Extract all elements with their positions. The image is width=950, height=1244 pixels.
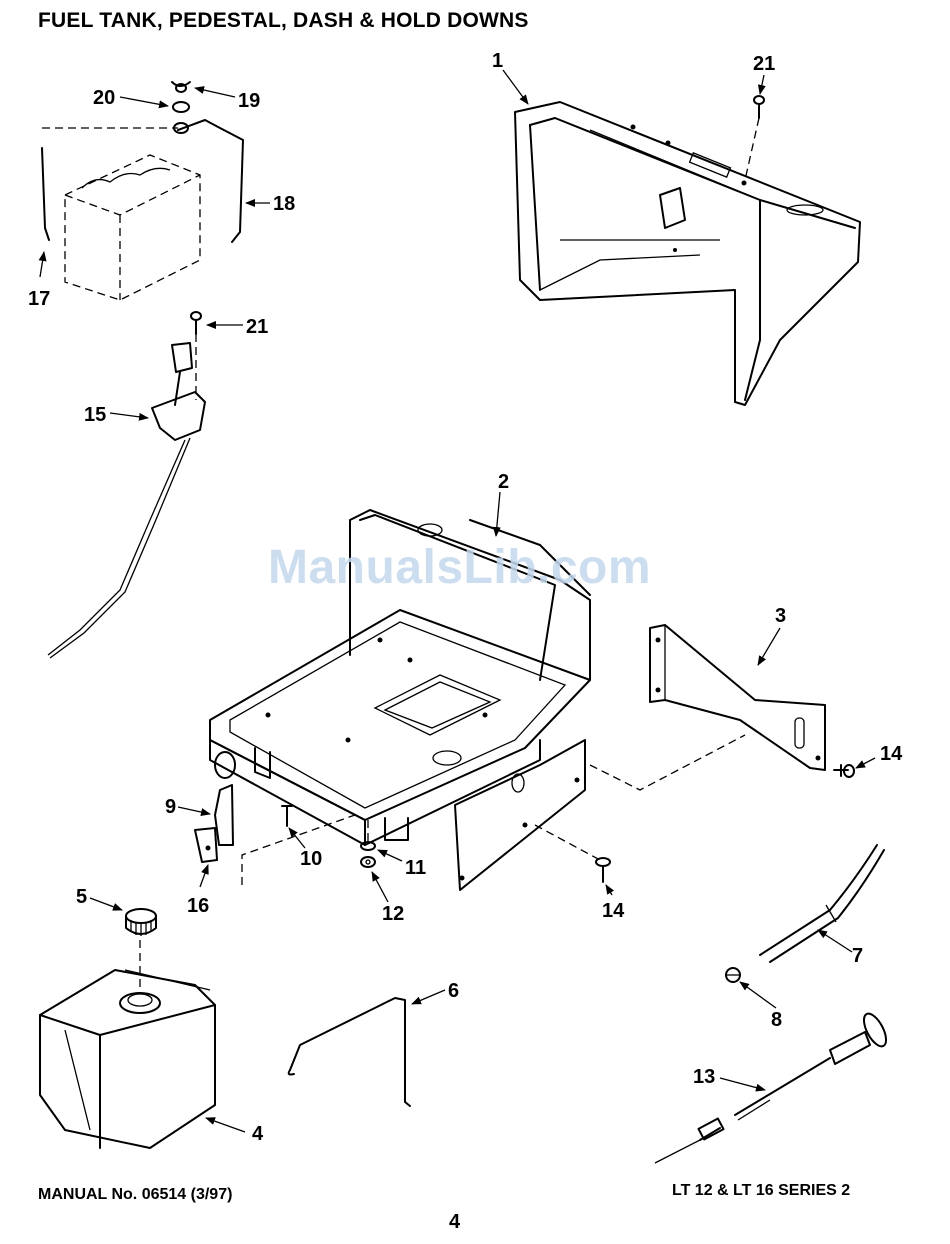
callout-14-lower: 14 xyxy=(602,900,625,922)
callout-12: 12 xyxy=(382,903,404,925)
screw-part-14-lower xyxy=(596,858,610,882)
callout-16: 16 xyxy=(187,895,209,917)
callout-10: 10 xyxy=(300,848,322,870)
callout-13: 13 xyxy=(693,1066,715,1088)
rod-part-6 xyxy=(289,998,410,1106)
clamp-part-8 xyxy=(726,968,740,982)
bolt-part-21-lower xyxy=(191,312,201,334)
fuel-tank-part-4 xyxy=(40,970,215,1148)
callout-19: 19 xyxy=(238,90,260,112)
callout-7: 7 xyxy=(852,945,863,967)
footer-model-series: LT 12 & LT 16 SERIES 2 xyxy=(672,1182,850,1200)
callout-2: 2 xyxy=(498,471,509,493)
latch-part-9-16 xyxy=(195,752,235,862)
callout-20: 20 xyxy=(93,87,115,109)
callout-8: 8 xyxy=(771,1009,782,1031)
hose-part-7 xyxy=(760,845,884,962)
callout-5: 5 xyxy=(76,886,87,908)
callout-15: 15 xyxy=(84,404,106,426)
battery-outline xyxy=(65,155,200,300)
callout-6: 6 xyxy=(448,980,459,1002)
callout-17: 17 xyxy=(28,288,50,310)
callout-4: 4 xyxy=(252,1123,264,1145)
page-number: 4 xyxy=(449,1211,460,1234)
dash-panel-part-1 xyxy=(515,102,860,405)
cable-part-13 xyxy=(655,1010,891,1163)
callout-11: 11 xyxy=(405,857,426,879)
callout-14-upper: 14 xyxy=(880,743,903,765)
nut-part-12 xyxy=(361,857,375,867)
lever-part-15 xyxy=(48,343,205,658)
bolt-part-21-upper xyxy=(754,96,764,118)
callout-1: 1 xyxy=(492,50,503,72)
callout-18: 18 xyxy=(273,193,295,215)
callout-3: 3 xyxy=(775,605,786,627)
callout-21-lower: 21 xyxy=(246,316,268,338)
leader-arrows xyxy=(40,70,875,1132)
bolt-part-10 xyxy=(282,806,292,826)
watermark: ManualsLib.com xyxy=(268,540,651,595)
fuel-cap-part-5 xyxy=(126,909,156,936)
screw-part-14-upper xyxy=(834,765,854,777)
callout-9: 9 xyxy=(165,796,176,818)
footer-manual-number: MANUAL No. 06514 (3/97) xyxy=(38,1186,232,1204)
wing-nut-part-19 xyxy=(172,82,190,92)
bracket-part-3 xyxy=(650,625,825,770)
callout-21-upper: 21 xyxy=(753,53,775,75)
hold-down-rod-part-17 xyxy=(42,148,49,240)
